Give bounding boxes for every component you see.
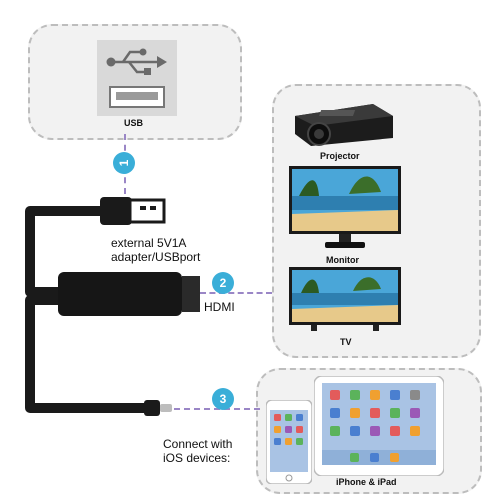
usb-port-graphic — [97, 40, 177, 116]
step-1-badge: 1 — [113, 152, 135, 174]
step-3-badge: 3 — [212, 388, 234, 410]
projector-label: Projector — [320, 151, 360, 161]
monitor-icon — [289, 166, 401, 248]
monitor-label: Monitor — [326, 255, 359, 265]
projector-icon — [295, 104, 393, 146]
hdmi-connector-line — [200, 292, 272, 294]
iphone-icon — [266, 400, 312, 484]
ipad-icon — [314, 376, 444, 476]
usb-label: USB — [124, 118, 144, 128]
step-2-badge: 2 — [212, 272, 234, 294]
usb-port-icon — [109, 86, 165, 108]
tv-icon — [289, 267, 401, 331]
usb-symbol-icon — [106, 48, 167, 75]
ios-label: iPhone & iPad — [336, 477, 397, 487]
tv-label: TV — [340, 337, 352, 347]
step-2-label: HDMI — [204, 300, 235, 314]
step-1-label: external 5V1A adapter/USBport — [111, 236, 201, 264]
step-3-label: Connect with iOS devices: — [163, 437, 233, 465]
ios-connector-line — [174, 408, 260, 410]
